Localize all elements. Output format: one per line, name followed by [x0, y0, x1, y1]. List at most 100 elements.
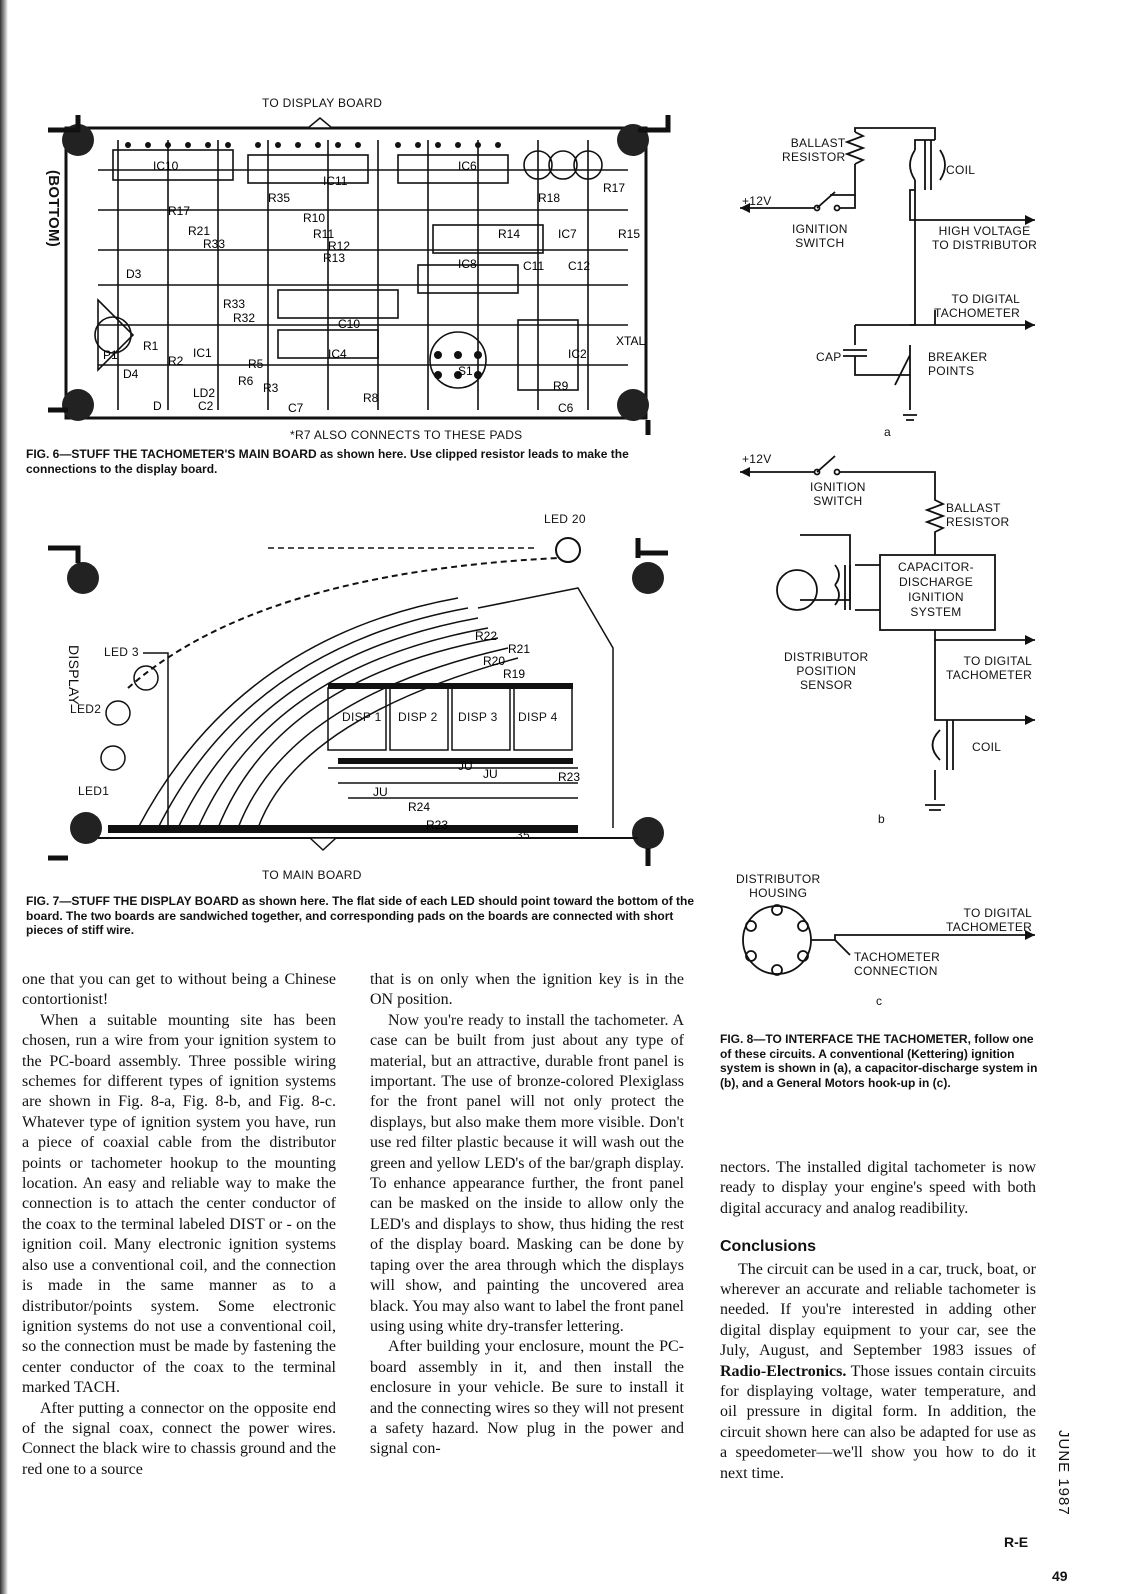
- svg-text:R1: R1: [143, 339, 159, 353]
- svg-text:R5: R5: [248, 357, 264, 371]
- fig7-disp3-label: DISP 3: [458, 710, 498, 724]
- svg-text:R24: R24: [408, 800, 430, 814]
- fig7-side-label: DISPLAY: [66, 645, 82, 706]
- svg-text:R13: R13: [323, 251, 345, 265]
- svg-text:R20: R20: [483, 654, 505, 668]
- svg-text:R12: R12: [328, 239, 350, 253]
- article-column-2: that is on only when the ignition key is…: [370, 970, 684, 1460]
- svg-text:IC1: IC1: [193, 346, 212, 360]
- col2-paragraph-3: After building your enclosure, mount the…: [370, 1338, 684, 1458]
- fig8c-letter: c: [876, 994, 883, 1008]
- fig8b-coil-label: COIL: [972, 740, 1002, 754]
- fig7-led3-label: LED 3: [104, 645, 139, 659]
- fig8a-letter: a: [884, 425, 891, 439]
- fig8a-ignition-line2: SWITCH: [795, 236, 845, 250]
- issue-date-container: JUNE 1987: [1050, 1430, 1074, 1530]
- svg-text:R8: R8: [363, 391, 379, 405]
- col3-conclusions-paragraph: The circuit can be used in a car, truck,…: [720, 1260, 1036, 1484]
- fig6-side-label: (BOTTOM): [45, 170, 62, 248]
- svg-text:JU: JU: [458, 759, 473, 773]
- svg-text:XTAL: XTAL: [616, 334, 645, 348]
- svg-text:R21: R21: [188, 224, 210, 238]
- svg-text:D: D: [153, 399, 162, 413]
- fig7-pad-label: 35: [516, 828, 530, 842]
- binding-edge: [0, 0, 8, 1594]
- fig8b-cd-line3: IGNITION: [908, 590, 964, 604]
- fig8c-conn-line2: CONNECTION: [854, 964, 938, 978]
- svg-text:C7: C7: [288, 401, 304, 415]
- fig8c-housing-line1: DISTRIBUTOR: [736, 872, 821, 886]
- fig8a-tach-line2: TACHOMETER: [934, 306, 1021, 320]
- svg-text:R11: R11: [313, 227, 334, 241]
- fig8a-hv-line1: HIGH VOLTAGE: [938, 224, 1031, 238]
- page-number: 49: [1052, 1568, 1068, 1584]
- svg-text:IC6: IC6: [458, 159, 477, 173]
- issue-date: JUNE 1987: [1055, 1430, 1072, 1516]
- fig8a-coil-label: COIL: [946, 163, 976, 177]
- fig8b-ignition-line2: SWITCH: [813, 494, 863, 508]
- svg-text:R23: R23: [426, 818, 448, 832]
- fig8b-ballast-line2: RESISTOR: [946, 515, 1010, 529]
- fig8-caption: FIG. 8—TO INTERFACE THE TACHOMETER, foll…: [720, 1032, 1040, 1090]
- fig8b-sensor-line1: DISTRIBUTOR: [784, 650, 869, 664]
- fig8-ignition-diagrams: [740, 127, 1035, 976]
- svg-text:IC8: IC8: [458, 257, 477, 271]
- fig7-led1-label: LED1: [78, 784, 110, 798]
- col2-paragraph-2: Now you're ready to install the tachomet…: [370, 1011, 684, 1335]
- fig8b-cd-line2: DISCHARGE: [898, 575, 974, 589]
- svg-text:IC10: IC10: [153, 159, 179, 173]
- svg-text:R33: R33: [223, 297, 245, 311]
- svg-text:D3: D3: [126, 267, 142, 281]
- fig7-disp1-label: DISP 1: [342, 710, 382, 724]
- svg-text:R22: R22: [475, 629, 497, 643]
- fig8b-cd-line4: SYSTEM: [910, 605, 962, 619]
- fig8b-tach-line2: TACHOMETER: [946, 668, 1033, 682]
- svg-text:R14: R14: [498, 227, 520, 241]
- conclusions-heading: Conclusions: [720, 1238, 817, 1256]
- svg-text:IC4: IC4: [328, 347, 347, 361]
- fig8c-conn-line1: TACHOMETER: [854, 950, 941, 964]
- svg-text:LD2: LD2: [193, 386, 215, 400]
- svg-text:R17: R17: [168, 204, 190, 218]
- fig6-top-label: TO DISPLAY BOARD: [262, 96, 383, 110]
- svg-text:R10: R10: [303, 211, 325, 225]
- fig7-disp2-label: DISP 2: [398, 710, 438, 724]
- svg-text:R23: R23: [558, 770, 580, 784]
- fig6-note: *R7 ALSO CONNECTS TO THESE PADS: [290, 428, 523, 442]
- svg-text:JU: JU: [373, 785, 388, 799]
- fig8a-cap-label: CAP: [816, 350, 842, 364]
- fig8b-letter: b: [878, 812, 885, 826]
- svg-text:R18: R18: [538, 191, 560, 205]
- col3-para-start: The circuit can be used in a car, truck,…: [720, 1260, 1036, 1360]
- svg-text:P1: P1: [103, 348, 118, 362]
- svg-text:R32: R32: [233, 311, 255, 325]
- svg-text:C6: C6: [558, 401, 574, 415]
- svg-text:S1: S1: [458, 364, 473, 378]
- svg-text:R9: R9: [553, 379, 569, 393]
- svg-text:R19: R19: [503, 667, 525, 681]
- end-mark: R-E: [1004, 1534, 1029, 1550]
- fig8b-sensor-line3: SENSOR: [799, 678, 853, 692]
- fig8c-housing-line2: HOUSING: [749, 886, 808, 900]
- col3-para-end: Those issues contain circuits for displa…: [720, 1362, 1036, 1482]
- fig7-disp4-label: DISP 4: [518, 710, 558, 724]
- fig6-caption-fig: FIG. 6—STUFF THE TACHOMETER'S MAIN BOARD: [26, 447, 317, 461]
- svg-text:R15: R15: [618, 227, 640, 241]
- fig8-caption-text: follow one of these circuits. A conventi…: [720, 1032, 1038, 1090]
- col1-paragraph-1: one that you can get to without being a …: [22, 971, 336, 1009]
- svg-text:R21: R21: [508, 642, 530, 656]
- svg-text:C12: C12: [568, 259, 590, 273]
- col1-paragraph-3: After putting a connector on the opposit…: [22, 1399, 336, 1478]
- svg-text:IC7: IC7: [558, 227, 577, 241]
- fig7-caption-text: as shown here. The flat side of each LED…: [26, 894, 695, 937]
